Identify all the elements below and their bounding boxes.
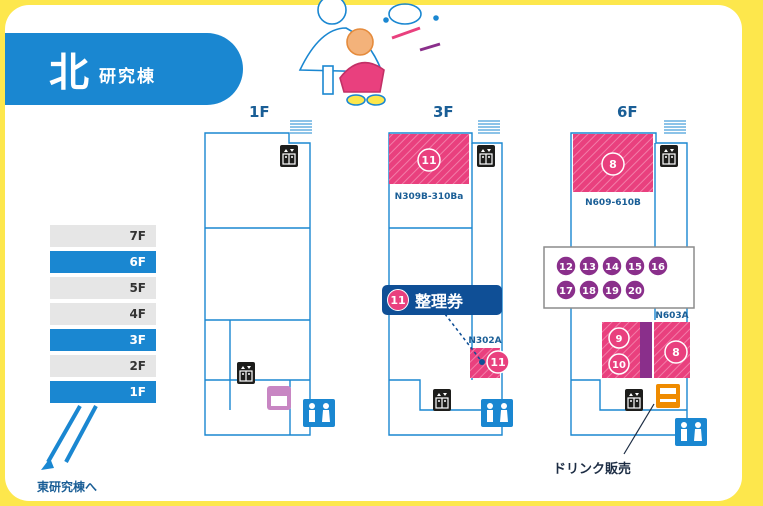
- purple-marker: [624, 279, 646, 301]
- elevator-icon: [659, 144, 679, 168]
- purple-marker-label: 18: [582, 286, 596, 297]
- purple-marker: [578, 255, 600, 277]
- restroom-icon: [675, 418, 707, 446]
- marker-label: 8: [672, 346, 680, 359]
- purple-marker-label: 12: [559, 262, 573, 273]
- purple-marker-label: 16: [651, 262, 665, 273]
- marker-label: 9: [616, 334, 623, 345]
- room-label-n609: N609-610B: [585, 198, 641, 208]
- purple-marker: [601, 255, 623, 277]
- room-label-n603a: N603A: [655, 311, 688, 321]
- purple-marker-label: 19: [605, 286, 619, 297]
- box-icon: [267, 386, 291, 410]
- floor-list-item: 7F: [50, 225, 156, 247]
- room-label-n302a: N302A: [468, 336, 501, 346]
- elevator-icon: [279, 144, 299, 168]
- purple-marker: [601, 279, 623, 301]
- building-title-main: 北: [49, 50, 89, 96]
- east-arrow: [46, 405, 98, 463]
- floorplan-3f: [388, 132, 503, 436]
- ticket-label: 整理券: [415, 292, 464, 311]
- floor-list-item[interactable]: 1F: [50, 381, 156, 403]
- marker-label: 8: [609, 158, 617, 171]
- purple-marker-label: 20: [628, 286, 642, 297]
- purple-marker-label: 14: [605, 262, 619, 273]
- floor-label-6f: 6F: [617, 103, 638, 121]
- floor-list-item: 5F: [50, 277, 156, 299]
- floor-label-1f: 1F: [249, 103, 270, 121]
- floor-list-item: 2F: [50, 355, 156, 377]
- east-building-link[interactable]: 東研究棟へ: [37, 480, 98, 494]
- vending-machine-icon: [656, 384, 680, 408]
- floor-label-3f: 3F: [433, 103, 454, 121]
- elevator-icon: [236, 361, 256, 385]
- elevator-icon: [476, 144, 496, 168]
- restroom-icon: [481, 399, 513, 427]
- elevator-icon: [624, 388, 644, 412]
- floor-list: 7F 6F 5F 4F 3F 2F 1F: [50, 225, 156, 407]
- marker-label: 11: [421, 154, 436, 167]
- marker-label: 10: [612, 360, 626, 371]
- building-title: 北 研究棟: [5, 33, 243, 105]
- floor-list-item: 4F: [50, 303, 156, 325]
- elevator-icon: [432, 388, 452, 412]
- drink-sales-label: ドリンク販売: [553, 462, 632, 477]
- floorplan-1f: [204, 132, 311, 436]
- purple-marker-label: 17: [559, 286, 573, 297]
- illustration-scientist-child: [298, 0, 441, 106]
- purple-marker: [555, 279, 577, 301]
- purple-marker: [647, 255, 669, 277]
- floor-list-item[interactable]: 6F: [50, 251, 156, 273]
- purple-marker: [578, 279, 600, 301]
- restroom-icon: [303, 399, 335, 427]
- floor-list-item[interactable]: 3F: [50, 329, 156, 351]
- purple-marker: [555, 255, 577, 277]
- building-title-sub: 研究棟: [99, 66, 156, 87]
- purple-marker-label: 15: [628, 262, 642, 273]
- purple-marker: [624, 255, 646, 277]
- ticket-number: 11: [387, 289, 409, 311]
- marker-label: 11: [490, 356, 505, 369]
- purple-marker-label: 13: [582, 262, 596, 273]
- ticket-badge: 11 整理券: [382, 285, 502, 315]
- room-label-n309b: N309B-310Ba: [395, 192, 464, 202]
